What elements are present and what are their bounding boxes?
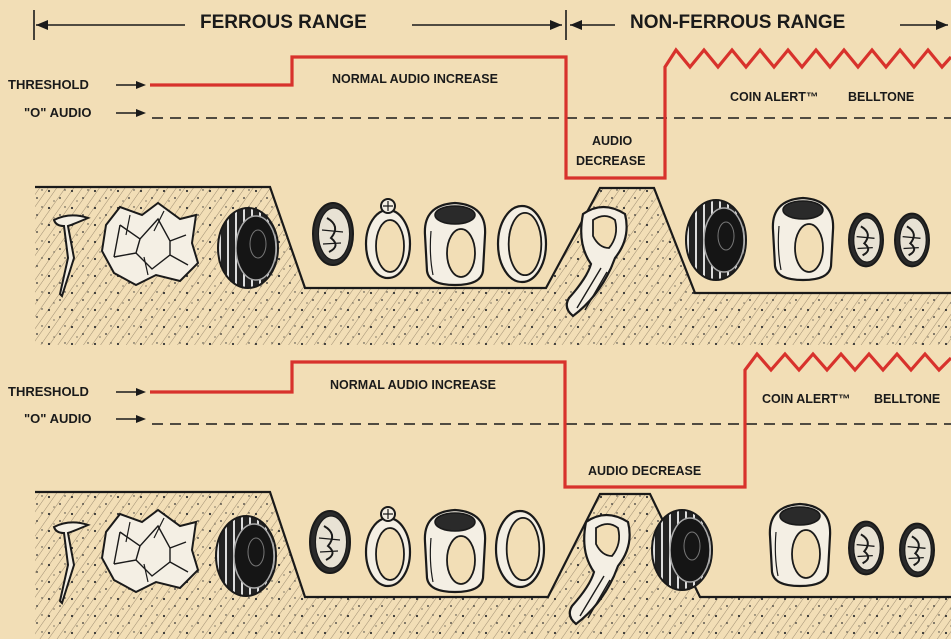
coin-icon (849, 522, 883, 575)
panel1-decrease-label-line1: AUDIO (592, 134, 632, 148)
panel1-label-arrows (116, 81, 146, 117)
gem-ring-icon (366, 199, 410, 278)
panel1-decrease-label-line2: DECREASE (576, 154, 645, 168)
class-ring-icon (425, 510, 485, 592)
panel2-coin-alert-label: COIN ALERT™ (762, 392, 850, 406)
panel2-threshold-label: THRESHOLD (8, 384, 89, 399)
panel1-coin-alert-label: COIN ALERT™ (730, 90, 818, 104)
panel2-zero-audio-label: "O" AUDIO (24, 411, 91, 426)
ring-icon (496, 511, 544, 587)
panel1-zero-audio-label: "O" AUDIO (24, 105, 91, 120)
bottle-cap-icon (218, 208, 278, 288)
bottle-cap-icon (216, 516, 276, 596)
ferrous-range-label: FERROUS RANGE (194, 12, 373, 34)
class-ring-icon (773, 198, 833, 280)
coin-icon (895, 214, 929, 267)
ring-icon (498, 206, 546, 282)
panel2-label-arrows (116, 388, 146, 423)
coin-icon (310, 511, 350, 573)
coin-icon (313, 203, 353, 265)
panel2-audio-signal (150, 354, 951, 487)
coin-icon (849, 214, 883, 267)
panel1-audio-signal (150, 50, 951, 178)
panel2-belltone-label: BELLTONE (874, 392, 940, 406)
non-ferrous-range-label: NON-FERROUS RANGE (624, 12, 851, 34)
panel2-decrease-label: AUDIO DECREASE (588, 464, 701, 478)
bottle-cap-icon (686, 200, 746, 280)
class-ring-icon (770, 504, 830, 586)
gem-ring-icon (366, 507, 410, 586)
panel1-belltone-label: BELLTONE (848, 90, 914, 104)
bottle-cap-icon (652, 510, 712, 590)
panel2-normal-increase-label: NORMAL AUDIO INCREASE (330, 378, 496, 392)
panel1-normal-increase-label: NORMAL AUDIO INCREASE (332, 72, 498, 86)
class-ring-icon (425, 203, 485, 285)
coin-icon (900, 524, 934, 577)
panel1-threshold-label: THRESHOLD (8, 77, 89, 92)
